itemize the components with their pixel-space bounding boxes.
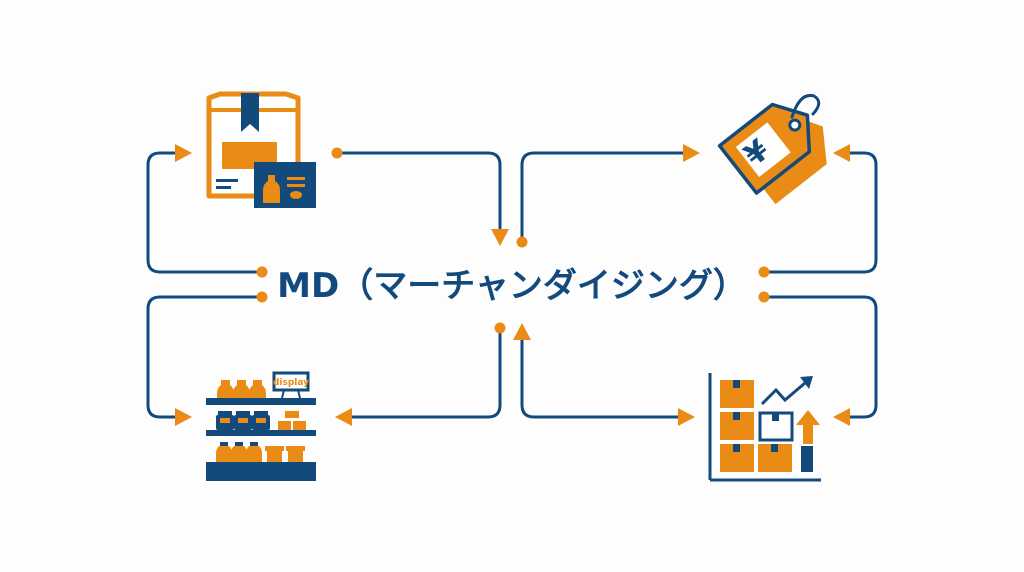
arrowhead-left-icon bbox=[833, 144, 850, 162]
connector-dot bbox=[331, 147, 343, 159]
arrowhead-right-icon bbox=[175, 144, 192, 162]
product-box-with-label-card-icon bbox=[206, 91, 316, 208]
connector-top-left bbox=[335, 151, 502, 230]
display-sign-label: display bbox=[273, 378, 309, 388]
diagram-title: MD（マーチャンダイジング） bbox=[277, 266, 747, 306]
arrowhead-right-icon bbox=[175, 408, 192, 426]
store-shelf-display-icon: display bbox=[206, 371, 316, 481]
connector-left-lower bbox=[146, 295, 264, 419]
arrowhead-left-icon bbox=[335, 408, 352, 426]
arrowheads bbox=[175, 144, 850, 426]
arrowhead-up-icon bbox=[513, 323, 531, 340]
arrowhead-down-icon bbox=[491, 229, 509, 246]
connector-bottom-right bbox=[520, 338, 682, 419]
connector-dot bbox=[758, 266, 770, 278]
connector-right-lower bbox=[762, 295, 878, 419]
connector-dot bbox=[256, 266, 268, 278]
arrowhead-right-icon bbox=[678, 408, 695, 426]
connector-dot bbox=[494, 322, 506, 334]
arrowhead-right-icon bbox=[683, 144, 700, 162]
connector-top-right bbox=[520, 151, 687, 244]
connector-dots bbox=[256, 147, 770, 334]
yen-price-tag-icon: ¥ bbox=[717, 93, 827, 205]
connector-left-upper bbox=[146, 151, 264, 274]
connector-dot bbox=[516, 236, 528, 248]
connector-bottom-left bbox=[348, 326, 502, 419]
connectors bbox=[146, 151, 878, 419]
connector-dot bbox=[758, 291, 770, 303]
inventory-growth-chart-icon bbox=[708, 373, 821, 482]
connector-dot bbox=[256, 291, 268, 303]
connector-right-upper bbox=[762, 151, 878, 274]
arrowhead-left-icon bbox=[833, 408, 850, 426]
